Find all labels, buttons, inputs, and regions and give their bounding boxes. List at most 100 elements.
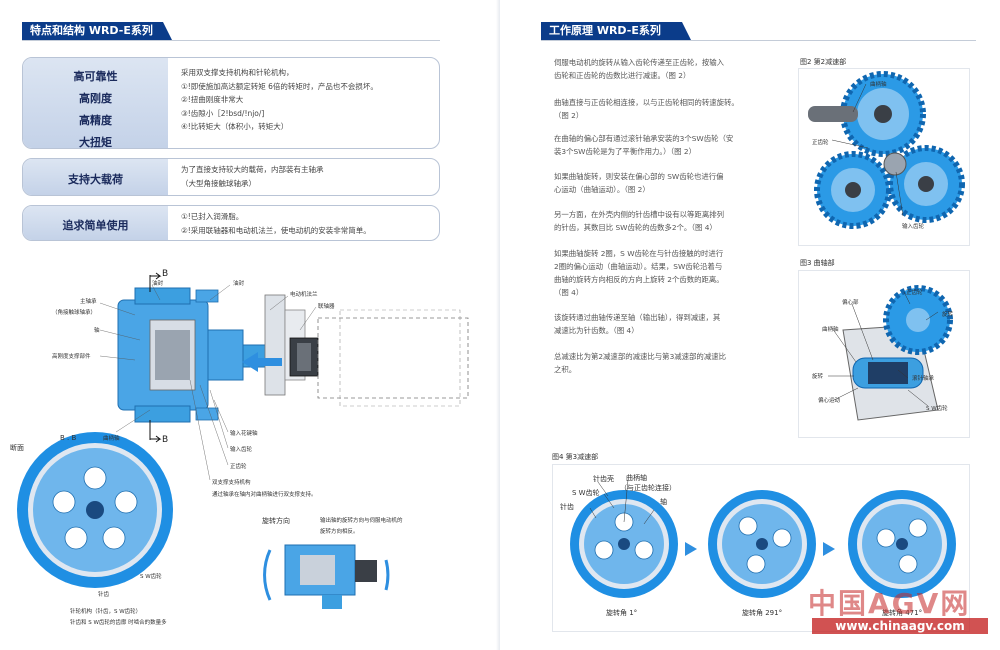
- feature-1-line-4: ③!齿隙小［2!bsd/!njo/]: [181, 108, 265, 118]
- p5-line-2: 的针齿，其数目比 SW齿轮的齿数多2个。（图 4）: [554, 223, 717, 232]
- feature-3-label-1: 追求简单使用: [62, 219, 129, 232]
- section-marker-bottom: B: [162, 435, 169, 445]
- callout-leaders: [99, 284, 317, 481]
- feature-3-label-panel: 追求简单使用: [23, 206, 168, 240]
- feature-3-description: ①!已封入润滑脂。 ②!采用联轴器和电动机法兰，使电动机的安装非常简单。: [181, 210, 433, 237]
- callout-spur-gear: 正齿轮: [230, 464, 247, 470]
- fig4-rotation-sequence: [570, 479, 956, 598]
- fig4-angle-1: 旋转角 1°: [606, 609, 638, 617]
- fig4-label-pin-housing: 针齿壳: [593, 475, 614, 483]
- fig4-label-sw-gear: S W齿轮: [572, 489, 600, 497]
- right-header-rule: [541, 40, 976, 41]
- feature-1-line-2: ①!即使施加高达额定转矩 6倍的转矩时，产品也不会损坏。: [181, 81, 378, 91]
- fig4-leaders: [589, 479, 655, 525]
- p6-line-1: 如果曲轴旋转 2圈，S W齿轮在与针齿接触的时进行: [554, 249, 724, 258]
- feature-1-line-3: ②!扭曲刚度非常大: [181, 95, 244, 104]
- feature-1-label-3: 高精度: [79, 114, 112, 127]
- fig4-angle-2: 旋转角 291°: [742, 609, 783, 617]
- fig4-arrow-1: [685, 542, 697, 556]
- p3-line-2: 装3个SW齿轮是为了平衡作用力。）（图 2）: [554, 147, 696, 156]
- principle-paragraph-7: 该旋转通过曲轴传递至轴（输出轴），得到减速，其 减速比为针齿数。（图 4）: [554, 311, 774, 337]
- fig4-label-crankshaft-sub: （与正齿轮连接）: [620, 484, 676, 492]
- feature-1-line-1: 采用双支撑支持机构和针轮机构，: [181, 68, 294, 77]
- callout-shaft: 轴: [94, 328, 100, 334]
- fig4-stage-2: [708, 490, 816, 598]
- p1-line-2: 齿轮和正齿轮的齿数比进行减速。（图 2）: [554, 71, 691, 80]
- feature-1-line-5: ④!比转矩大（体积小，转矩大）: [181, 122, 289, 131]
- right-header-text: 工作原理 WRD-E系列: [549, 24, 661, 37]
- fig2-leaders: [831, 83, 904, 217]
- fig3-label-eccentric: 偏心部: [842, 300, 859, 306]
- fig3-label-crankshaft: 曲柄轴: [822, 327, 839, 333]
- feature-1-label-panel: 高可靠性 高刚度 高精度 大扭矩: [23, 58, 168, 148]
- rotation-direction-title: 旋转方向: [262, 517, 290, 525]
- fig4-title: 图4 第3减速部: [552, 453, 599, 461]
- rotation-note-line-1: 输出轴的旋转方向与伺服电动机的: [320, 518, 403, 524]
- callout-oil-seal-right: 油封: [233, 281, 245, 287]
- fig3-needle-bearing: [868, 362, 908, 384]
- principle-paragraph-4: 如果曲轴旋转，则安装在偏心部的 SW齿轮也进行偏 心运动（曲轴运动）。（图 2）: [554, 170, 774, 196]
- p6-line-3: 曲轴的旋转方向相反的方向上旋转 2个齿数的距离。: [554, 275, 724, 284]
- label-pin-tooth: 针齿: [98, 592, 110, 598]
- label-sw-gear: S W齿轮: [140, 574, 162, 580]
- callout-high-rigidity-support: 高刚度支撑部件: [52, 354, 91, 360]
- main-housing: [117, 287, 274, 423]
- fig3-label-needle-bearing: 滚针轴承: [912, 376, 935, 382]
- p2-line-2: （图 2）: [554, 111, 584, 120]
- fig2-label-spur-gear: 正齿轮: [812, 140, 829, 146]
- fig3-label-rotation-left: 旋转: [812, 374, 824, 380]
- fig3-spur-gear-hub: [906, 308, 930, 332]
- fig3-crankshaft-illustration: [828, 285, 953, 421]
- right-section-header: 工作原理 WRD-E系列: [541, 22, 691, 40]
- fig2-gear-bottom-right: [887, 145, 965, 223]
- left-page: 特点和结构 WRD-E系列 高可靠性 高刚度 高精度 大扭矩 采用双支撑支持机构…: [0, 0, 500, 650]
- principle-paragraph-2: 曲轴直接与正齿轮相连接，以与正齿轮相同的转速旋转。 （图 2）: [554, 96, 774, 122]
- section-b-b-view: [17, 432, 173, 588]
- p4-line-2: 心运动（曲轴运动）。（图 2）: [554, 185, 650, 194]
- p2-line-1: 曲轴直接与正齿轮相连接，以与正齿轮相同的转速旋转。: [554, 98, 739, 107]
- p5-line-1: 另一方面，在外壳内侧的针齿槽中设有以等距离排列: [554, 210, 724, 219]
- feature-3-line-1: ①!已封入润滑脂。: [181, 212, 244, 221]
- feature-2-line-1: 为了直接支持较大的载荷，内部装有主轴承: [181, 165, 324, 174]
- fig3-label-eccentric-motion: 偏心运动: [818, 398, 841, 404]
- left-header-rule: [22, 40, 440, 41]
- label-pin-wheel: 针轮机构（针齿，S W齿轮）: [70, 609, 142, 615]
- callout-main-bearing-sub: （角接触球轴承）: [52, 310, 97, 316]
- p3-line-1: 在曲轴的偏心部有通过滚针轴承安装的3个SW齿轮（安: [554, 134, 734, 143]
- principle-paragraph-8: 总减速比为第2减速部的减速比与第3减速部的减速比 之积。: [554, 350, 774, 376]
- watermark-site-name: 中国AGV网: [808, 587, 971, 620]
- fig2-label-crankshaft: 曲柄轴: [870, 82, 887, 88]
- principle-paragraph-3: 在曲轴的偏心部有通过滚针轴承安装的3个SW齿轮（安 装3个SW齿轮是为了平衡作用…: [554, 132, 774, 158]
- fig4-label-shaft: 轴: [660, 498, 667, 506]
- fig4-label-crankshaft: 曲柄轴: [626, 474, 647, 482]
- fig2-title: 图2 第2减速部: [800, 58, 847, 66]
- callout-crankshaft: 曲柄轴: [103, 436, 120, 442]
- input-arrow: [242, 352, 282, 372]
- section-title: 断面: [10, 444, 24, 452]
- fig2-gear-bottom-left: [814, 151, 892, 229]
- fig4-arrow-2: [823, 542, 835, 556]
- section-marker-top: B: [162, 269, 169, 279]
- fig3-title: 图3 曲轴部: [800, 259, 835, 267]
- p1-line-1: 伺服电动机的旋转从输入齿轮传递至正齿轮，按输入: [554, 58, 724, 67]
- rotation-direction-view: [263, 544, 390, 609]
- fig2-gear-illustration: [808, 71, 965, 229]
- p6-line-4: （图 4）: [554, 288, 584, 297]
- p7-line-1: 该旋转通过曲轴传递至轴（输出轴），得到减速，其: [554, 313, 721, 322]
- fig3-label-rotation-right: 旋转: [942, 312, 954, 318]
- reducer-cross-section-diagram: [17, 272, 469, 609]
- callout-coupling: 联轴器: [318, 304, 335, 310]
- fig2-input-gear-center: [883, 152, 907, 176]
- feature-1-label-4: 大扭矩: [79, 136, 112, 149]
- p7-line-2: 减速比为针齿数。（图 4）: [554, 326, 639, 335]
- fig2-gear-top: [840, 71, 926, 157]
- feature-simple-use: 追求简单使用 ①!已封入润滑脂。 ②!采用联轴器和电动机法兰，使电动机的安装非常…: [22, 205, 440, 241]
- principle-paragraph-6: 如果曲轴旋转 2圈，S W齿轮在与针齿接触的时进行 2圈的偏心运动（曲轴运动）。…: [554, 247, 774, 299]
- section-markers: [149, 272, 162, 443]
- feature-2-label-panel: 支持大载荷: [23, 159, 168, 195]
- p8-line-1: 总减速比为第2减速部的减速比与第3减速部的减速比: [554, 352, 727, 361]
- principle-paragraph-1: 伺服电动机的旋转从输入齿轮传递至正齿轮，按输入 齿轮和正齿轮的齿数比进行减速。（…: [554, 56, 774, 82]
- feature-1-label-1: 高可靠性: [73, 70, 118, 83]
- fig3-leaders: [828, 291, 939, 407]
- callout-main-bearing: 主轴承: [80, 299, 97, 305]
